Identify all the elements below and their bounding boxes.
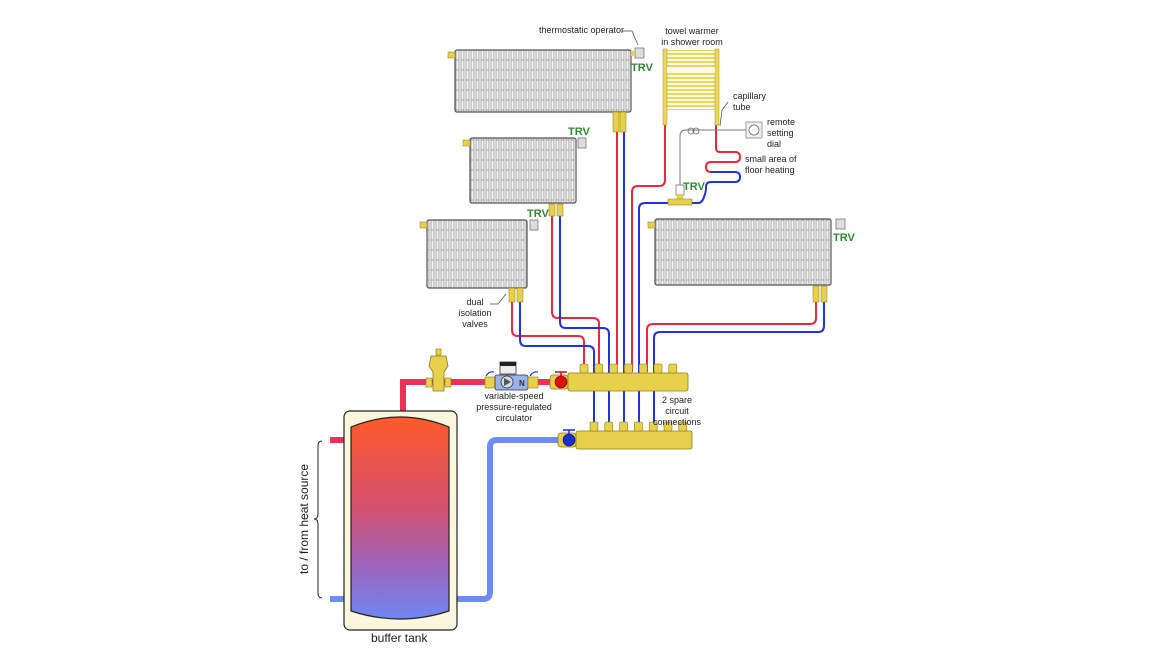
thermostatic-operator-icon (835, 218, 846, 230)
tank-body (350, 416, 450, 620)
svg-text:N: N (519, 379, 525, 388)
circulator-label-line: pressure-regulated (476, 402, 552, 412)
circuit-1-return (519, 300, 595, 430)
floor-heating-label-line: small area of (745, 154, 797, 164)
thermostatic-operator-icon (634, 47, 645, 59)
remote-dial-label-line: dial (767, 139, 782, 149)
spare-connections-label-line: connections (652, 417, 702, 427)
towel-warmer-label-line: towel warmer (665, 26, 719, 36)
towel-warmer-label-line: in shower room (661, 37, 723, 47)
trv-label-middle: TRV (568, 126, 590, 138)
return-port (604, 421, 614, 432)
supply-port (668, 363, 678, 374)
floor-heating-trv (667, 184, 693, 206)
spare-connections-label-line: 2 spare (661, 395, 693, 405)
heat-source-supply-stub (330, 437, 348, 443)
supply-manifold (549, 363, 689, 392)
isolation-valves-icon (612, 111, 627, 133)
tank-return-pipe (455, 437, 560, 602)
capillary-tube-label: capillary tube (733, 91, 766, 113)
remote-setting-dial (745, 121, 763, 139)
supply-port (624, 363, 633, 374)
isolation-leader (490, 293, 507, 305)
circuit-4-supply (631, 125, 666, 372)
supply-port (609, 363, 618, 374)
spare-connections-label-line: circuit (665, 406, 689, 416)
circuit-2-return (559, 214, 610, 430)
isolation-valves-icon (508, 287, 524, 303)
circulator-label-line: variable-speed (484, 391, 544, 401)
supply-port (638, 363, 648, 374)
radiator-middle (462, 137, 587, 217)
return-port (589, 421, 599, 432)
floor-heating-label-line: floor heating (745, 165, 795, 175)
heat-source-label: to / from heat source (297, 463, 311, 574)
capillary-tube-label-line: capillary (733, 91, 767, 101)
circuit-4-return (638, 202, 698, 430)
isolation-valves-icon (812, 285, 828, 303)
floor-heating-label: small area of floor heating (745, 154, 797, 176)
radiator-top (447, 47, 645, 133)
return-port (648, 421, 658, 432)
remote-dial-label-line: remote (767, 117, 796, 127)
circulator-pump: N (484, 361, 539, 391)
remote-dial-label: remote setting dial (767, 117, 795, 150)
return-ball-valve (562, 433, 576, 447)
floor-heating-loop-return (697, 171, 742, 204)
return-port (663, 421, 673, 432)
towel-warmer-label: towel warmer in shower room (659, 26, 725, 48)
operator-leader (622, 30, 639, 46)
supply-port (594, 363, 604, 374)
isolation-valves-icon (548, 203, 564, 217)
circulator-label-line: circulator (495, 413, 533, 423)
circuit-1-supply (511, 300, 585, 372)
capillary-tube (679, 129, 746, 185)
thermostatic-operator-label: thermostatic operator (539, 25, 625, 35)
radiator-right (647, 218, 846, 303)
trv-label-floor: TRV (683, 181, 705, 193)
trv-label-lower-left: TRV (527, 208, 549, 220)
circuit-5-supply (646, 300, 817, 372)
isolation-valves-label-line: isolation (458, 308, 492, 318)
radiator-lower-left (419, 219, 539, 303)
buffer-tank (343, 410, 458, 631)
return-port (678, 421, 688, 432)
capillary-tube-label-line: tube (733, 102, 751, 112)
thermostatic-operator-icon (529, 219, 539, 231)
circulator-label: variable-speed pressure-regulated circul… (474, 391, 554, 424)
isolation-valves-label: dual isolation valves (455, 297, 495, 330)
supply-port (653, 363, 663, 374)
trv-label-top: TRV (631, 62, 653, 74)
circuit-2-supply (551, 214, 600, 372)
air-separator (425, 348, 452, 392)
thermostatic-operator-icon (577, 137, 587, 149)
buffer-tank-label: buffer tank (371, 631, 428, 645)
isolation-valves-label-line: valves (462, 319, 488, 329)
towel-warmer (662, 48, 720, 126)
trv-label-right: TRV (833, 232, 855, 244)
floor-heating-loop (704, 125, 742, 173)
circuit-5-return (653, 300, 825, 430)
capillary-leader (719, 101, 729, 127)
piping (330, 125, 825, 602)
spare-connections-label: 2 spare circuit connections (652, 395, 702, 428)
heat-source-bracket (313, 440, 323, 599)
heat-source-return-stub (330, 596, 348, 602)
supply-port (579, 363, 589, 374)
capillary-coil-icon (687, 127, 700, 135)
supply-ball-valve (554, 375, 568, 389)
remote-dial-label-line: setting (767, 128, 794, 138)
isolation-valves-label-line: dual (466, 297, 484, 307)
return-manifold (557, 421, 693, 450)
return-port (634, 421, 643, 432)
return-port (619, 421, 628, 432)
